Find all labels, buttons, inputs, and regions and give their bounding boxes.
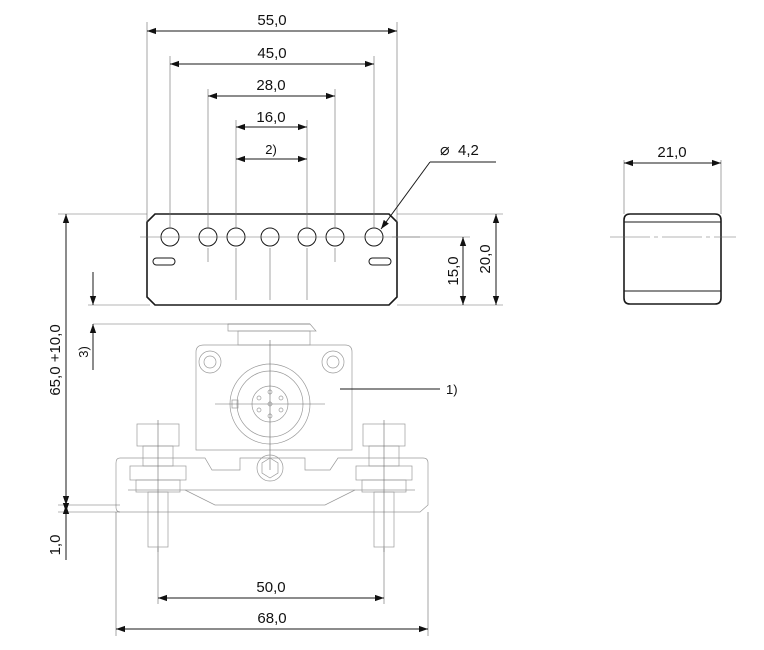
left-extension-lines — [58, 213, 150, 513]
dim-note-2: 2) — [236, 142, 307, 163]
note-1-label: 1) — [446, 382, 458, 397]
dim-20: 20,0 — [477, 214, 500, 305]
dim-label-hole-span-inner: 16,0 — [256, 109, 285, 126]
dim-label-hole-height: 15,0 — [445, 256, 462, 285]
dim-55: 55,0 — [147, 12, 397, 35]
callout-1: 1) — [340, 382, 458, 397]
note-3-label: 3) — [76, 346, 91, 358]
dim-21: 21,0 — [624, 144, 721, 167]
dim-label-mount-span: 50,0 — [256, 579, 285, 596]
dim-28: 28,0 — [208, 77, 335, 100]
dim-label-bracket-width: 55,0 — [257, 12, 286, 29]
diameter-symbol: ⌀ — [440, 142, 450, 159]
bracket-slot — [152, 257, 176, 266]
dim-65: 65,0 +10,0 — [47, 214, 70, 505]
right-extension-lines — [392, 213, 503, 306]
dim-label-hole-diameter: 4,2 — [458, 142, 479, 159]
bracket-front-view — [140, 213, 420, 306]
dim-label-overall-height: 65,0 +10,0 — [47, 324, 64, 395]
dim-label-bracket-height: 20,0 — [477, 244, 494, 273]
dim-68: 68,0 — [116, 610, 428, 633]
bracket-side-view — [610, 160, 736, 305]
bottom-extension-lines — [115, 512, 429, 636]
bracket-slot — [368, 257, 392, 266]
sensor-assembly — [93, 323, 429, 552]
dim-45: 45,0 — [170, 45, 374, 68]
dim-label-offset: 1,0 — [47, 535, 64, 556]
dim-1: 1,0 — [47, 490, 70, 560]
top-extension-lines — [146, 22, 398, 228]
dim-label-side-width: 21,0 — [657, 144, 686, 161]
dim-15: 15,0 — [445, 237, 467, 305]
dim-label-hole-span-outer: 45,0 — [257, 45, 286, 62]
dim-label-hole-span-mid: 28,0 — [256, 77, 285, 94]
dim-label-overall-width: 68,0 — [257, 610, 286, 627]
dim-16: 16,0 — [236, 109, 307, 131]
dim-50: 50,0 — [158, 579, 384, 602]
dim-note-3: 3) — [76, 272, 97, 370]
dim-hole-diameter: ⌀ 4,2 — [380, 142, 496, 230]
note-2-label: 2) — [265, 142, 277, 157]
